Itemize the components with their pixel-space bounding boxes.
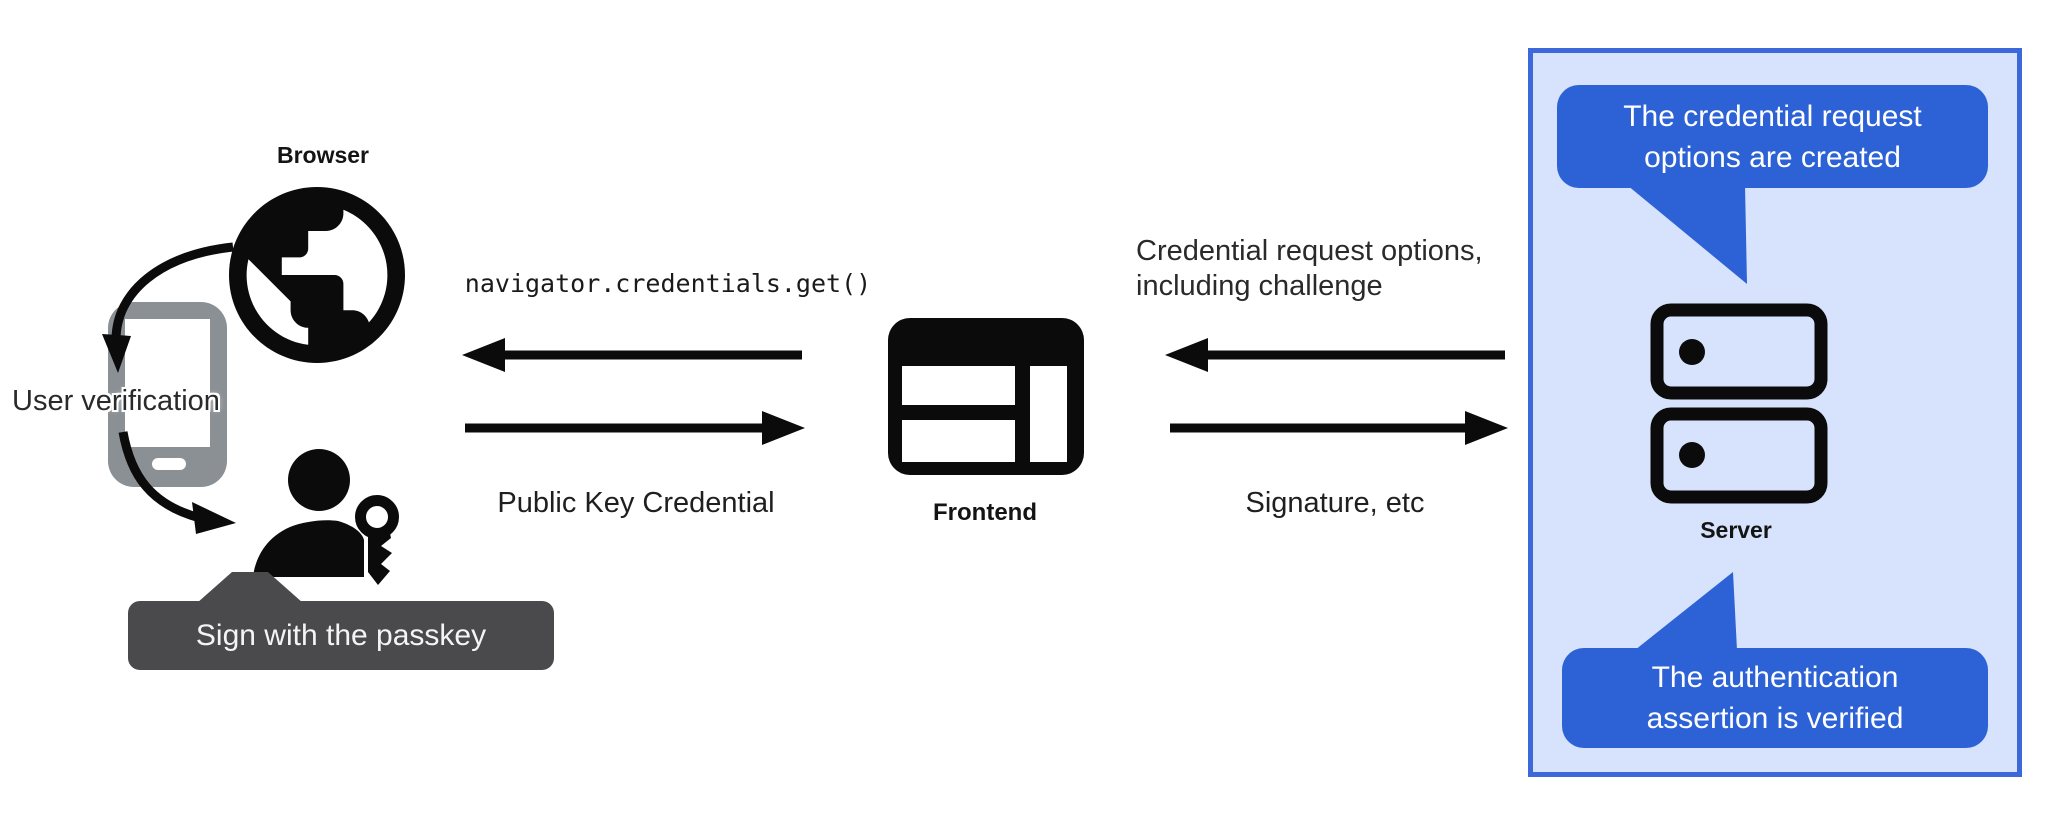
curved-arrow-phone-to-user: [118, 431, 236, 534]
arrow-credential-options-left: [1165, 338, 1505, 372]
curved-arrow-browser-to-phone: [102, 242, 234, 373]
passkey-tooltip: Sign with the passkey: [128, 601, 554, 670]
signature-label: Signature, etc: [1245, 487, 1425, 519]
globe-icon: [229, 187, 405, 363]
public-key-credential-label: Public Key Credential: [497, 487, 775, 519]
speech-bubble-assertion-verified: The authentication assertion is verified: [1562, 648, 1988, 748]
key-icon: [355, 495, 399, 585]
user-verification-label: User verification: [12, 385, 220, 417]
frontend-label: Frontend: [933, 499, 1037, 526]
tooltip-pointer: [197, 572, 303, 603]
server-icon: [1650, 303, 1828, 504]
person-icon: [253, 449, 364, 577]
bubble-verified-tail: [1635, 572, 1737, 650]
server-label: Server: [1700, 517, 1772, 543]
bubble-verified-line1: The authentication: [1651, 661, 1899, 694]
arrow-signature-right: [1170, 411, 1508, 445]
speech-bubble-credential-created: The credential request options are creat…: [1557, 85, 1988, 188]
navigator-get-label: navigator.credentials.get(): [464, 269, 872, 298]
bubble-verified-line2: assertion is verified: [1646, 702, 1904, 735]
browser-label: Browser: [276, 142, 370, 168]
arrow-navigator-get-left: [462, 338, 802, 372]
bubble-created-line2: options are created: [1644, 140, 1901, 174]
bubble-created-line1: The credential request: [1623, 99, 1922, 133]
arrow-public-key-right: [465, 411, 805, 445]
credential-options-line2: including challenge: [1136, 270, 1383, 302]
phone-icon: [108, 302, 227, 487]
bubble-created-tail: [1627, 185, 1747, 284]
credential-options-label: Credential request options, including ch…: [1136, 234, 1483, 304]
passkey-tooltip-label: Sign with the passkey: [195, 618, 487, 652]
credential-options-line1: Credential request options,: [1136, 235, 1483, 267]
frontend-icon: [888, 318, 1084, 475]
